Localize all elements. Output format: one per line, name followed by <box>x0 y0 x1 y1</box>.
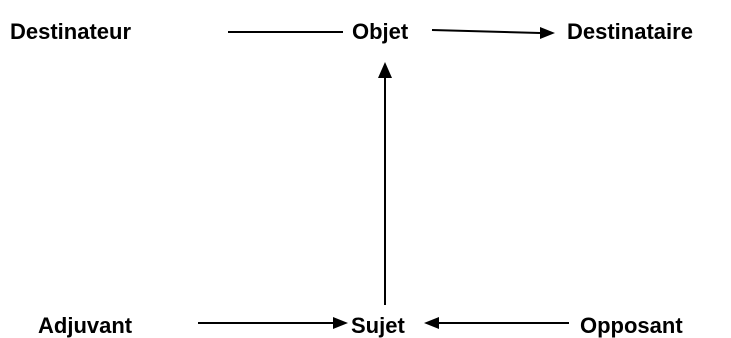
arrowhead-sujet-right <box>424 317 439 329</box>
node-destinataire: Destinataire <box>567 19 693 44</box>
edge-objet-destinataire <box>431 29 541 34</box>
node-opposant: Opposant <box>580 313 683 338</box>
node-adjuvant: Adjuvant <box>38 313 133 338</box>
arrowhead-sujet-left <box>333 317 348 329</box>
node-objet: Objet <box>352 19 409 44</box>
arrowhead-destinataire <box>540 27 555 39</box>
arrowhead-objet <box>378 62 392 78</box>
node-sujet: Sujet <box>351 313 405 338</box>
node-destinateur: Destinateur <box>10 19 132 44</box>
